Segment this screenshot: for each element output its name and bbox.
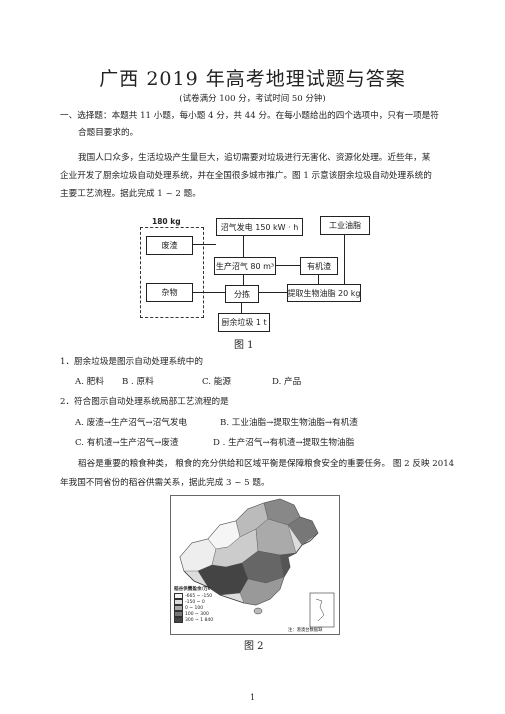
legend-row: -665 ~ -150 xyxy=(174,593,213,599)
q1-option-a: A. 肥料 xyxy=(75,377,104,387)
organic-residue-box: 有机渣 xyxy=(300,257,338,275)
paragraph-2-line2: 年我国不同省份的稻谷供需关系，据此完成 3 ~ 5 题。 xyxy=(60,478,270,488)
waste-residue-box: 废渣 xyxy=(146,236,193,255)
industrial-oil-box: 工业油脂 xyxy=(320,216,370,235)
legend-swatch xyxy=(174,605,183,611)
sundries-box: 杂物 xyxy=(146,283,193,302)
legend-swatch xyxy=(174,599,183,605)
figure-2-china-map: 稻谷供需盈余/万t -665 ~ -150 -150 ~ 0 0 ~ 100 1… xyxy=(170,495,340,635)
oil-extraction-box: 提取生物油脂 20 kg xyxy=(287,284,361,302)
map-legend: -665 ~ -150 -150 ~ 0 0 ~ 100 100 ~ 300 3… xyxy=(174,593,213,623)
q1-option-d: D. 产品 xyxy=(272,377,302,387)
paragraph-1-line1: 我国人口众多，生活垃圾产生量巨大，追切需要对垃圾进行无害化、资源化处理。近些年，… xyxy=(78,153,431,163)
section-intro-line2: 合题目要求的。 xyxy=(78,128,139,138)
paragraph-1-line3: 主要工艺流程。据此完成 1 ~ 2 题。 xyxy=(60,189,201,199)
legend-row: 100 ~ 300 xyxy=(174,611,213,617)
q2-option-d: D . 生产沼气→有机渣→提取生物油脂 xyxy=(213,438,355,448)
q1-option-b: B . 原料 xyxy=(122,377,154,387)
connector xyxy=(241,303,243,313)
figure-1-caption: 图 1 xyxy=(234,340,254,351)
connector xyxy=(276,265,300,267)
biogas-production-box: 生产沼气 80 m³ xyxy=(214,257,276,275)
connector xyxy=(193,292,225,294)
legend-title: 稻谷供需盈余/万t xyxy=(174,587,211,592)
legend-row: -150 ~ 0 xyxy=(174,599,213,605)
legend-label: 100 ~ 300 xyxy=(185,611,209,617)
q2-option-c: C. 有机渣→生产沼气→废渣 xyxy=(75,438,179,448)
legend-swatch xyxy=(174,593,183,599)
figure-2-caption: 图 2 xyxy=(244,641,264,652)
paragraph-2-line1: 稻谷是重要的粮食种类， 粮食的充分供给和区域平衡是保障粮食安全的重要任务。 图 … xyxy=(78,459,455,469)
connector xyxy=(243,236,245,257)
map-graphic xyxy=(170,495,340,635)
kitchen-waste-box: 厨余垃圾 1 t xyxy=(218,313,270,332)
paragraph-1-line2: 企业开发了厨余垃圾自动处理系统，并在全国很多城市推广。图 1 示意该厨余垃圾自动… xyxy=(60,171,432,181)
legend-label: 0 ~ 100 xyxy=(185,605,204,611)
question-2: 2．符合图示自动处理系统局部工艺流程的是 xyxy=(60,397,229,407)
connector xyxy=(259,292,287,294)
q2-option-a: A. 废渣→生产沼气→沼气发电 xyxy=(75,418,188,428)
dashed-output-group xyxy=(140,227,204,318)
connector xyxy=(243,275,245,285)
legend-label: -665 ~ -150 xyxy=(185,593,213,599)
connector xyxy=(193,244,216,246)
sorting-box: 分拣 xyxy=(225,285,259,303)
exam-info: (试卷满分 100 分，考试时间 50 分钟) xyxy=(179,94,326,104)
q2-option-b: B. 工业油脂→提取生物油脂→有机渣 xyxy=(220,418,358,428)
connector xyxy=(344,235,346,284)
mass-label: 180 kg xyxy=(152,217,181,226)
connector xyxy=(318,275,320,284)
legend-label: -150 ~ 0 xyxy=(185,599,205,605)
legend-row: 0 ~ 100 xyxy=(174,605,213,611)
q1-option-c: C. 能源 xyxy=(202,377,231,387)
map-note: 注：港澳台数据缺 xyxy=(288,628,323,633)
page-title: 广西 2019 年高考地理试题与答案 xyxy=(99,68,406,90)
legend-swatch xyxy=(174,611,183,617)
question-1: 1．厨余垃圾是图示自动处理系统中的 xyxy=(60,357,203,367)
legend-swatch xyxy=(174,617,183,623)
legend-row: 300 ~ 1 840 xyxy=(174,617,213,623)
legend-label: 300 ~ 1 840 xyxy=(185,617,214,623)
biogas-power-box: 沼气发电 150 kW · h xyxy=(216,218,303,236)
page-number: 1 xyxy=(250,693,256,702)
section-intro-line1: 一、选择题：本题共 11 小题，每小题 4 分，共 44 分。在每小题给出的四个… xyxy=(60,111,439,121)
